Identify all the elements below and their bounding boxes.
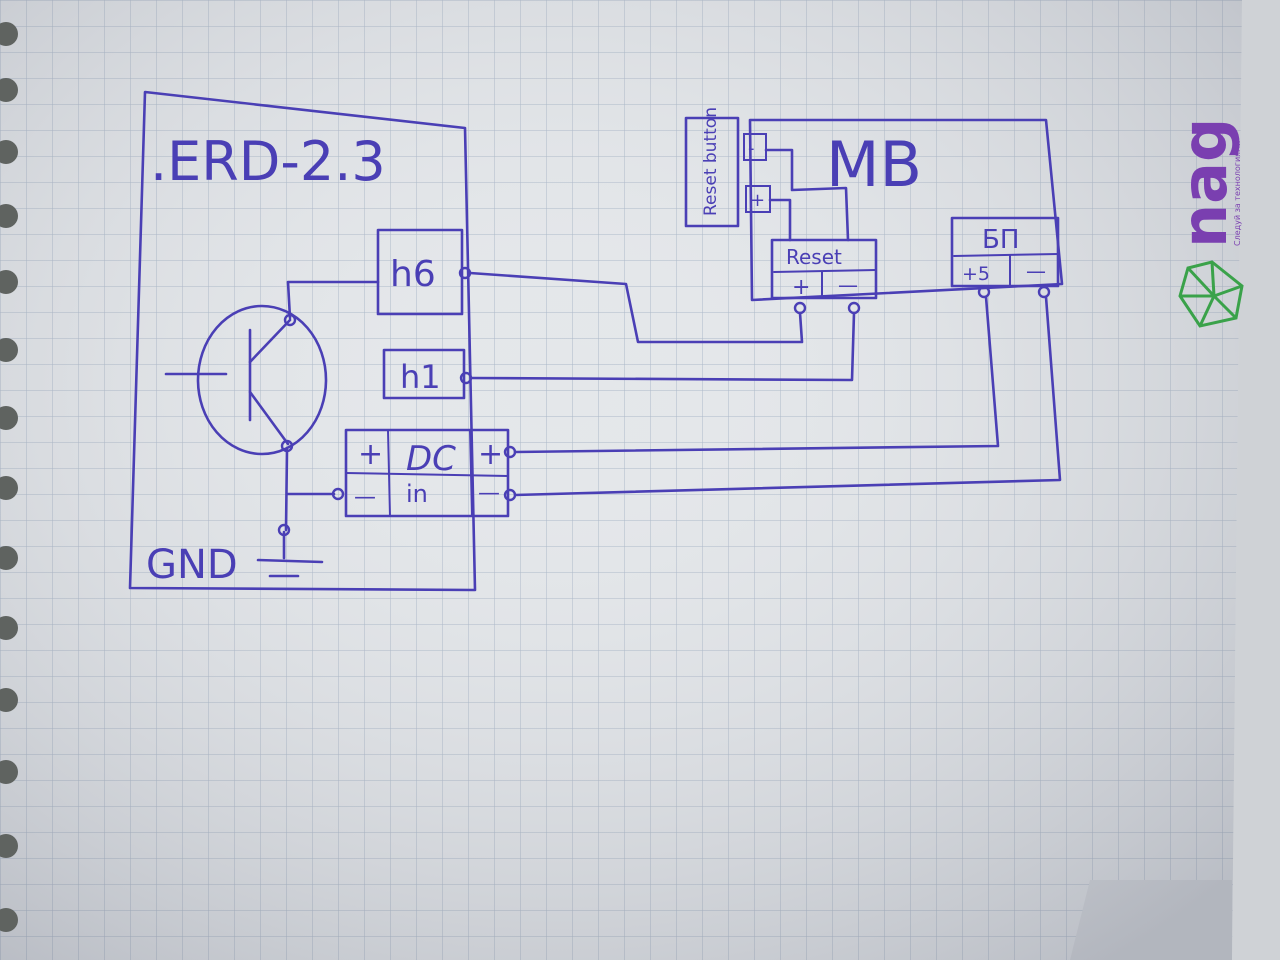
wire-dc-minus-psu (513, 295, 1062, 497)
wire-reset-button-minus (764, 148, 850, 242)
reset-button-label: Reset button (701, 107, 721, 216)
gnd-label: GND (146, 542, 238, 588)
psu-plus: +5 (962, 263, 990, 285)
dc-left-plus: + (358, 437, 383, 472)
h1-label: h1 (400, 358, 441, 396)
transistor-symbol (164, 304, 328, 456)
wire-dc-plus-psu (513, 295, 1000, 454)
psu-minus-node (1037, 285, 1051, 299)
reset-minus: — (838, 273, 858, 297)
paper-shading (0, 0, 1242, 960)
mb-outline (748, 118, 1064, 302)
logo-tagline: Следуй за технологиями (1233, 141, 1242, 246)
erd-module: .ERD-2.3 h6 h1 + — DC in + — (128, 90, 517, 592)
psu-label: БП (982, 225, 1019, 255)
reset-header-label: Reset (786, 245, 842, 269)
erd-outline (128, 90, 477, 592)
reset-plus: + (792, 275, 810, 300)
psu-plus-node (977, 285, 991, 299)
connection-wires (468, 271, 1062, 497)
dc-in-connector: + — DC in + — (331, 428, 517, 518)
reset-button-minus: - (748, 138, 755, 159)
transistor-collector (248, 318, 292, 364)
transistor-circle (196, 304, 328, 456)
dc-in-label: in (406, 480, 428, 508)
dc-label: DC (406, 439, 456, 479)
dc-right-plus: + (478, 437, 503, 472)
transistor-emitter (248, 390, 290, 446)
network-icon (1178, 260, 1244, 328)
mb-module: MB Reset button - + Reset + — БП +5 — (684, 107, 1064, 315)
wire-reset-button-plus (768, 198, 792, 242)
h6-terminal (376, 228, 464, 316)
h6-label: h6 (390, 254, 436, 295)
dc-left-minus: — (354, 485, 376, 510)
dc-right-minus: — (478, 481, 500, 506)
gnd-bar-1 (256, 558, 324, 564)
wire-emitter-gnd (284, 448, 289, 532)
nag-logo: nag Следуй за технологиями (1168, 118, 1244, 328)
wire-collector-h6 (286, 280, 380, 320)
psu-minus: — (1026, 259, 1046, 283)
reset-button-minus-pin (743, 133, 767, 161)
binding-holes (0, 22, 18, 932)
psu-header (950, 216, 1060, 288)
logo-brand-text: nag (1168, 118, 1241, 248)
mb-title: MB (826, 128, 922, 201)
wire-h6-reset-plus (468, 271, 804, 344)
reset-button-plus: + (750, 190, 765, 211)
erd-title: .ERD-2.3 (150, 130, 386, 193)
reset-button-box (684, 116, 740, 228)
wire-h1-reset-minus (469, 311, 856, 382)
